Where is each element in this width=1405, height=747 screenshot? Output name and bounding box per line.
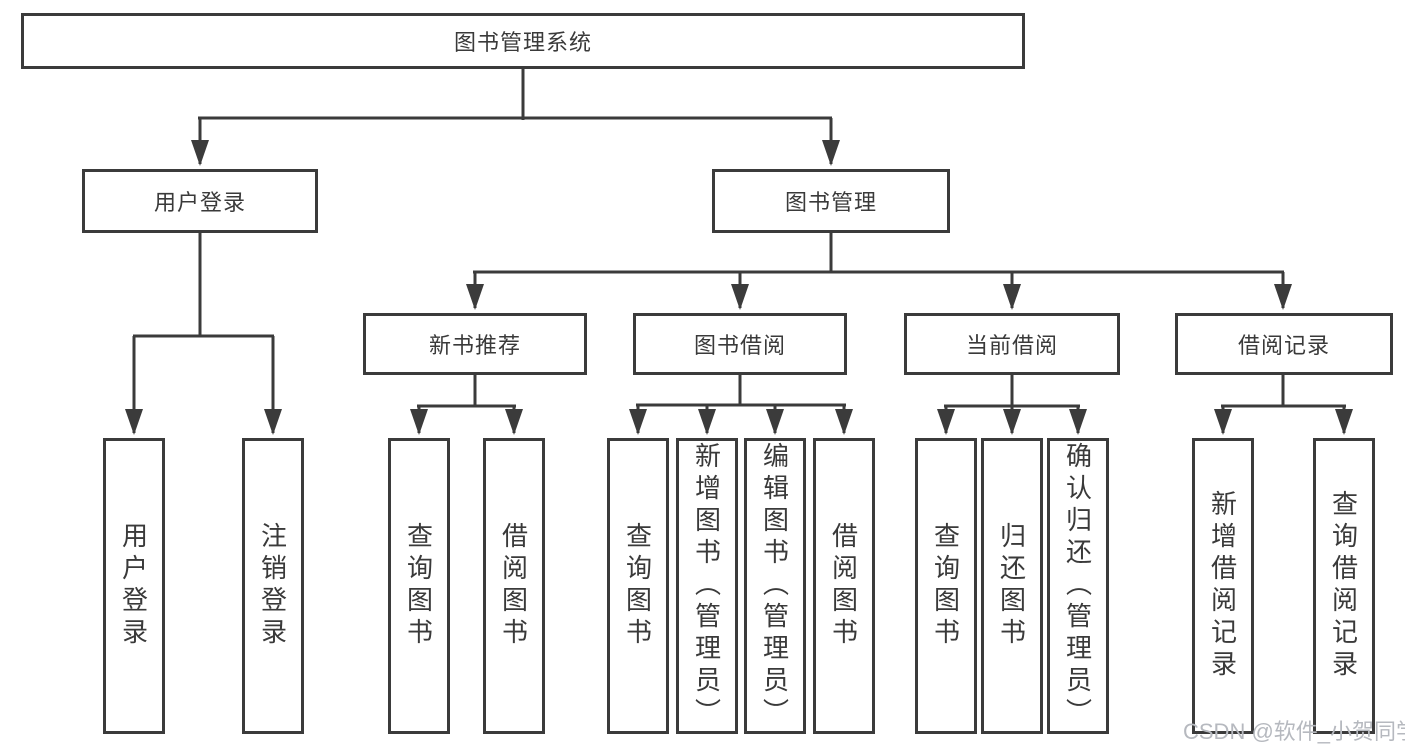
leaf-return-books-label: 归还图书 xyxy=(996,522,1027,650)
leaf-query-books-borrow: 查询图书 xyxy=(607,438,669,734)
node-current-borrow-label: 当前借阅 xyxy=(965,333,1058,358)
leaf-query-books-recommend: 查询图书 xyxy=(388,438,450,734)
leaf-borrow-books: 借阅图书 xyxy=(813,438,875,734)
leaf-query-books-current-label: 查询图书 xyxy=(930,522,961,650)
csdn-watermark: CSDN @软件_小贺同学 xyxy=(1183,719,1405,744)
node-user-login: 用户登录 xyxy=(82,169,318,233)
node-borrow-records: 借阅记录 xyxy=(1175,313,1393,375)
leaf-query-books-borrow-label: 查询图书 xyxy=(622,522,653,650)
node-book-management: 图书管理 xyxy=(712,169,950,233)
leaf-confirm-return-admin: 确认归还（管理员） xyxy=(1047,438,1109,734)
leaf-logout-label: 注销登录 xyxy=(257,522,288,650)
leaf-borrow-books-recommend-label: 借阅图书 xyxy=(498,522,529,650)
connectors xyxy=(125,69,1353,435)
leaf-add-borrow-record-label: 新增借阅记录 xyxy=(1207,490,1238,682)
node-book-borrow-label: 图书借阅 xyxy=(693,333,786,358)
leaf-confirm-return-admin-label: 确认归还（管理员） xyxy=(1062,442,1093,730)
leaf-query-borrow-record: 查询借阅记录 xyxy=(1313,438,1375,734)
node-borrow-records-label: 借阅记录 xyxy=(1237,333,1330,358)
leaf-query-books-current: 查询图书 xyxy=(915,438,977,734)
leaf-query-borrow-record-label: 查询借阅记录 xyxy=(1328,490,1359,682)
leaf-logout: 注销登录 xyxy=(242,438,304,734)
node-current-borrow: 当前借阅 xyxy=(904,313,1120,375)
leaf-user-login: 用户登录 xyxy=(103,438,165,734)
leaf-add-books-admin-label: 新增图书（管理员） xyxy=(691,442,722,730)
leaf-add-borrow-record: 新增借阅记录 xyxy=(1192,438,1254,734)
node-user-login-label: 用户登录 xyxy=(153,190,246,215)
leaf-edit-books-admin-label: 编辑图书（管理员） xyxy=(759,442,790,730)
leaf-return-books: 归还图书 xyxy=(981,438,1043,734)
leaf-edit-books-admin: 编辑图书（管理员） xyxy=(744,438,806,734)
node-root: 图书管理系统 xyxy=(21,13,1025,69)
node-new-book-recommend-label: 新书推荐 xyxy=(428,333,521,358)
leaf-user-login-label: 用户登录 xyxy=(118,522,149,650)
node-book-borrow: 图书借阅 xyxy=(633,313,847,375)
node-new-book-recommend: 新书推荐 xyxy=(363,313,587,375)
leaf-borrow-books-label: 借阅图书 xyxy=(828,522,859,650)
node-root-label: 图书管理系统 xyxy=(453,30,592,55)
leaf-query-books-recommend-label: 查询图书 xyxy=(403,522,434,650)
node-book-management-label: 图书管理 xyxy=(784,190,877,215)
leaf-add-books-admin: 新增图书（管理员） xyxy=(676,438,738,734)
leaf-borrow-books-recommend: 借阅图书 xyxy=(483,438,545,734)
